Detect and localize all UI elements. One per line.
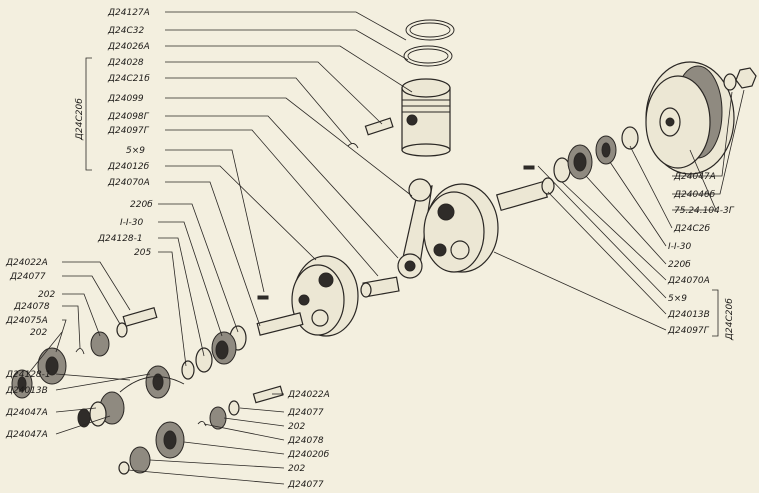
- label-left-low-1: Д24077: [9, 272, 46, 282]
- piston: [401, 78, 451, 157]
- labels-left-low: Д24022А Д24077 202 Д24078 Д24075А 202: [5, 258, 55, 338]
- label-right-mid-3: 5×9: [668, 294, 687, 304]
- label-left-bottom-1: Д24013В: [5, 386, 48, 396]
- left-bearing-stack: [181, 325, 247, 380]
- connecting-rod-upper: [397, 178, 433, 279]
- label-left-low-4: Д24075А: [5, 316, 48, 326]
- labels-right-top: Д24047А Д24046б 75.24.104-3Г Д24С2б: [673, 172, 735, 234]
- label-right-mid-4: Д24013В: [667, 310, 710, 320]
- right-gear-wheel: [645, 61, 735, 175]
- label-right-mid-1: 220б: [668, 260, 691, 270]
- labels-top-left: Д24127А Д24С32 Д24026А Д24028 Д24С21б Д2…: [107, 8, 150, 188]
- label-bottom-center-6: Д24077: [287, 480, 324, 490]
- label-left-mid-1: I-I-30: [120, 218, 144, 228]
- label-right-top-0: Д24047А: [673, 172, 716, 182]
- label-left-mid-3: 205: [134, 248, 151, 258]
- label-left-low-2: 202: [38, 290, 55, 300]
- crank-pin: [360, 276, 400, 298]
- labels-bottom-center: Д24022А Д24077 202 Д24078 Д24020б 202 Д2…: [287, 390, 330, 490]
- labels-right-mid: I-I-30 220б Д24070А 5×9 Д24013В Д24097Г: [667, 242, 710, 336]
- piston-pin: [347, 117, 394, 149]
- label-top-left-4: Д24С21б: [107, 74, 150, 84]
- label-top-left-7: Д24097Г: [107, 126, 150, 136]
- right-shaft-assembly: [495, 126, 639, 212]
- label-left-bottom-0: Д24128-1: [5, 370, 51, 380]
- label-top-left-9: Д24012б: [107, 162, 150, 172]
- bottom-small-parts: [118, 385, 284, 475]
- left-main-shaft: [256, 295, 304, 336]
- label-top-left-10: Д24070А: [107, 178, 150, 188]
- crank-flywheel-right: [423, 183, 499, 273]
- piston-rings: [403, 19, 455, 67]
- label-bottom-center-0: Д24022А: [287, 390, 330, 400]
- left-group-bracket-label: Д24С20б: [75, 98, 85, 141]
- label-top-left-5: Д24099: [107, 94, 144, 104]
- label-bottom-center-1: Д24077: [287, 408, 324, 418]
- label-top-left-3: Д24028: [107, 58, 144, 68]
- label-right-top-1: Д24046б: [673, 190, 716, 200]
- left-gear-group: [11, 307, 185, 428]
- label-left-mid-0: 220б: [130, 200, 153, 210]
- label-left-low-0: Д24022А: [5, 258, 48, 268]
- label-left-bottom-2: Д24047А: [5, 408, 48, 418]
- label-top-left-6: Д24098Г: [107, 112, 150, 122]
- labels-left-mid: 220б I-I-30 Д24128-1 205: [97, 200, 153, 258]
- label-left-bottom-3: Д24047А: [5, 430, 48, 440]
- label-right-mid-0: I-I-30: [668, 242, 692, 252]
- labels-left-bottom: Д24128-1 Д24013В Д24047А Д24047А: [5, 370, 51, 440]
- label-bottom-center-4: Д24020б: [287, 450, 330, 460]
- crank-flywheel-left: [291, 255, 359, 337]
- label-bottom-center-2: 202: [288, 422, 305, 432]
- label-right-mid-5: Д24097Г: [667, 326, 710, 336]
- label-right-top-3: Д24С2б: [673, 224, 710, 234]
- label-right-mid-2: Д24070А: [667, 276, 710, 286]
- right-group-bracket-label: Д24С20б: [725, 298, 735, 341]
- label-left-mid-2: Д24128-1: [97, 234, 143, 244]
- leader-lines: [27, 11, 745, 485]
- label-top-left-0: Д24127А: [107, 8, 150, 18]
- label-bottom-center-3: Д24078: [287, 436, 324, 446]
- label-left-low-3: Д24078: [13, 302, 50, 312]
- label-right-top-2: 75.24.104-3Г: [674, 206, 735, 216]
- label-left-low-5: 202: [30, 328, 47, 338]
- label-top-left-1: Д24С32: [107, 26, 144, 36]
- label-top-left-2: Д24026А: [107, 42, 150, 52]
- label-bottom-center-5: 202: [288, 464, 305, 474]
- right-nut-washer: [723, 67, 757, 91]
- label-top-left-8: 5×9: [126, 146, 145, 156]
